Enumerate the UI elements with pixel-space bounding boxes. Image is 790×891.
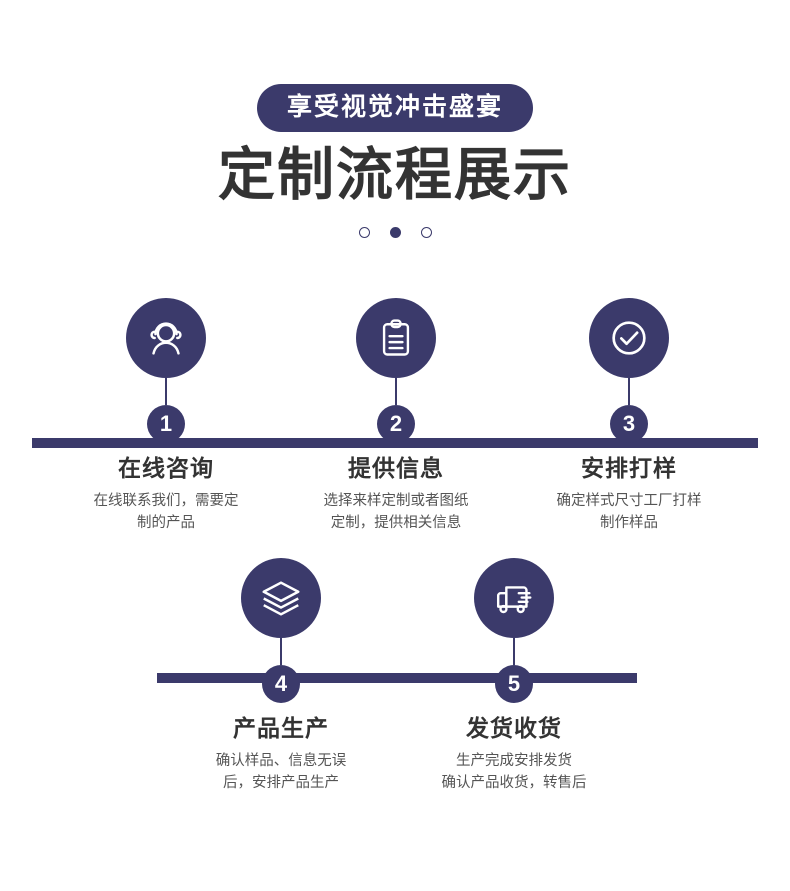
step-desc-line-1b: 制的产品 — [137, 515, 195, 531]
timeline-rail-2 — [157, 673, 637, 684]
step-description-2: 选择来样定制或者图纸 定制，提供相关信息 — [291, 490, 501, 535]
step-title-3: 安排打样 — [581, 455, 677, 482]
step-description-1: 在线联系我们，需要定 制的产品 — [61, 490, 271, 535]
flow-step-1[interactable]: 1 在线咨询 在线联系我们，需要定 制的产品 — [61, 298, 271, 534]
step-title-4: 产品生产 — [233, 715, 329, 742]
clipboard-icon — [356, 298, 436, 379]
flow-step-5[interactable]: 5 发货收货 生产完成安排发货 确认产品收货，转售后 — [409, 558, 619, 794]
check-circle-icon — [589, 298, 669, 379]
step-description-4: 确认样品、信息无误 后，安排产品生产 — [176, 750, 386, 795]
page-header: 享受视觉冲击盛宴 定制流程展示 — [0, 0, 790, 239]
step-number-badge-1: 1 — [147, 405, 185, 444]
step-desc-line-3a: 确定样式尺寸工厂打样 — [556, 492, 702, 509]
flow-step-3[interactable]: 3 安排打样 确定样式尺寸工厂打样 制作样品 — [524, 298, 734, 534]
flow-row-2: 4 产品生产 确认样品、信息无误 后，安排产品生产 5 发货收货 生产完成安排发… — [0, 558, 790, 793]
headset-support-icon — [126, 298, 206, 379]
step-connector-5 — [513, 638, 515, 666]
step-number-badge-2: 2 — [377, 405, 415, 444]
step-connector-1 — [165, 378, 167, 406]
step-description-5: 生产完成安排发货 确认产品收货，转售后 — [409, 750, 619, 795]
flow-row-1: 1 在线咨询 在线联系我们，需要定 制的产品 2 提供信息 选择来样定制或者图纸… — [0, 298, 790, 533]
layers-stack-icon — [241, 558, 321, 639]
step-connector-2 — [395, 378, 397, 406]
timeline-rail-1 — [32, 438, 758, 449]
flow-step-4[interactable]: 4 产品生产 确认样品、信息无误 后，安排产品生产 — [176, 558, 386, 794]
step-desc-line-5b: 确认产品收货，转售后 — [441, 775, 587, 791]
step-number-badge-4: 4 — [262, 665, 300, 704]
dot-1[interactable] — [358, 227, 370, 239]
step-title-5: 发货收货 — [466, 715, 562, 742]
step-title-2: 提供信息 — [348, 455, 444, 482]
step-desc-line-5a: 生产完成安排发货 — [456, 752, 572, 769]
step-title-1: 在线咨询 — [118, 455, 214, 482]
step-desc-line-4a: 确认样品、信息无误 — [215, 752, 347, 769]
page-title: 定制流程展示 — [218, 143, 572, 208]
step-connector-3 — [628, 378, 630, 406]
carousel-dots — [0, 227, 790, 239]
dot-2[interactable] — [389, 227, 401, 239]
step-desc-line-2a: 选择来样定制或者图纸 — [323, 492, 469, 509]
step-desc-line-1a: 在线联系我们，需要定 — [93, 492, 239, 509]
step-description-3: 确定样式尺寸工厂打样 制作样品 — [524, 490, 734, 535]
step-desc-line-4b: 后，安排产品生产 — [223, 775, 339, 791]
header-badge-pill: 享受视觉冲击盛宴 — [256, 84, 533, 133]
step-number-badge-5: 5 — [495, 665, 533, 704]
delivery-truck-icon — [474, 558, 554, 639]
step-number-badge-3: 3 — [610, 405, 648, 444]
dot-3[interactable] — [420, 227, 432, 239]
step-desc-line-2b: 定制，提供相关信息 — [330, 515, 462, 531]
flow-step-2[interactable]: 2 提供信息 选择来样定制或者图纸 定制，提供相关信息 — [291, 298, 501, 534]
step-connector-4 — [280, 638, 282, 666]
step-desc-line-3b: 制作样品 — [600, 515, 658, 531]
